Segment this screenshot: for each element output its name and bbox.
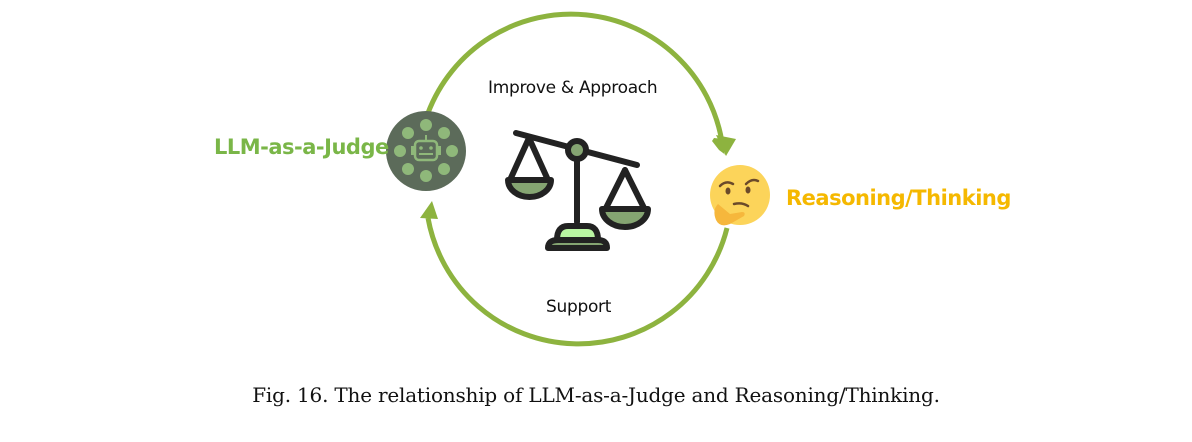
reasoning-thinking-label: Reasoning/Thinking [786, 186, 1011, 210]
support-arrow [425, 217, 730, 347]
robot-judge-icon [386, 111, 466, 191]
thinking-face-icon [710, 165, 770, 226]
llm-as-a-judge-label: LLM-as-a-Judge [214, 135, 389, 159]
figure-caption: Fig. 16. The relationship of LLM-as-a-Ju… [252, 383, 940, 407]
improve-approach-label: Improve & Approach [488, 78, 658, 98]
arrowhead-top-fill [716, 135, 736, 156]
support-label: Support [546, 297, 612, 317]
arrowhead-bottom [420, 201, 438, 219]
balance-scale-icon [505, 130, 651, 251]
improve-approach-arrow [425, 11, 725, 143]
